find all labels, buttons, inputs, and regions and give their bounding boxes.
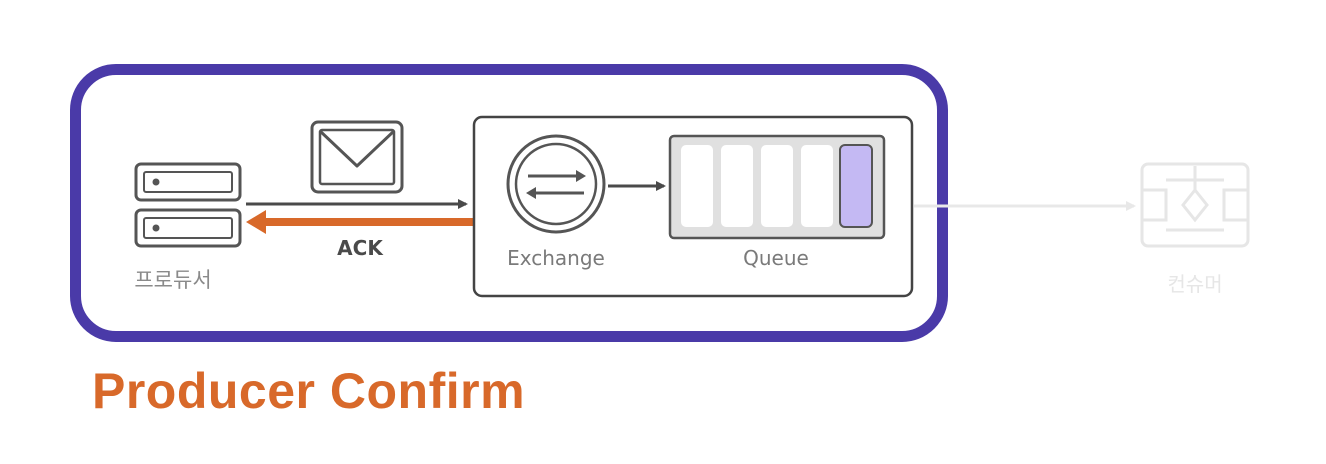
queue-slot (801, 145, 833, 227)
queue-slot (681, 145, 713, 227)
caption-title: Producer Confirm (92, 363, 526, 419)
producer-label: 프로듀서 (134, 268, 212, 292)
queue-slot (761, 145, 793, 227)
queue-slot (721, 145, 753, 227)
consumer-icon (1140, 162, 1250, 248)
ack-arrow (246, 210, 474, 234)
producer-server-icon (134, 162, 242, 248)
exchange-icon (506, 134, 606, 234)
queue-container (668, 134, 886, 240)
queue-label: Queue (743, 246, 809, 270)
queued-message (839, 144, 873, 228)
ack-label: ACK (337, 236, 383, 260)
consumer-label: 컨슈머 (1167, 272, 1223, 296)
envelope-icon (310, 120, 404, 194)
exchange-label: Exchange (507, 246, 605, 270)
